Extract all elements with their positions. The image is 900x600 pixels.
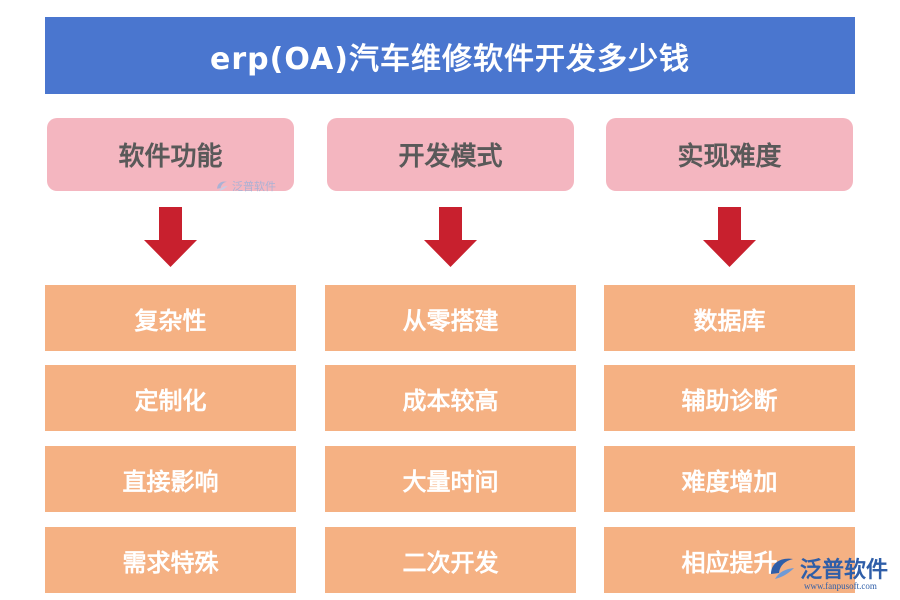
list-item: 直接影响 <box>45 446 296 512</box>
logo-url: www.fanpusoft.com <box>804 581 877 591</box>
list-item: 需求特殊 <box>45 527 296 593</box>
list-item: 复杂性 <box>45 285 296 351</box>
column-header: 实现难度 <box>606 118 853 191</box>
column-software-function: 软件功能 复杂性 定制化 直接影响 需求特殊 <box>45 118 296 596</box>
column-header: 开发模式 <box>327 118 574 191</box>
down-arrow-icon <box>424 207 477 267</box>
watermark-text: 泛普软件 <box>232 180 276 193</box>
list-item: 大量时间 <box>325 446 576 512</box>
column-header: 软件功能 <box>47 118 294 191</box>
list-item: 成本较高 <box>325 365 576 431</box>
down-arrow-icon <box>703 207 756 267</box>
brand-logo: 泛普软件 www.fanpusoft.com <box>768 552 888 591</box>
list-item: 从零搭建 <box>325 285 576 351</box>
fanpu-logo-icon <box>217 181 228 191</box>
list-item: 辅助诊断 <box>604 365 855 431</box>
column-implementation-difficulty: 实现难度 数据库 辅助诊断 难度增加 相应提升 <box>604 118 855 596</box>
list-item: 相应提升 <box>604 527 855 593</box>
list-item: 数据库 <box>604 285 855 351</box>
down-arrow-icon <box>144 207 197 267</box>
watermark: 泛普软件 <box>215 178 276 194</box>
list-item: 定制化 <box>45 365 296 431</box>
list-item: 难度增加 <box>604 446 855 512</box>
list-item: 二次开发 <box>325 527 576 593</box>
page-title: erp(OA)汽车维修软件开发多少钱 <box>45 17 855 94</box>
logo-text: 泛普软件 <box>800 558 889 583</box>
fanpu-logo-icon <box>771 558 794 579</box>
column-development-mode: 开发模式 从零搭建 成本较高 大量时间 二次开发 <box>325 118 576 596</box>
